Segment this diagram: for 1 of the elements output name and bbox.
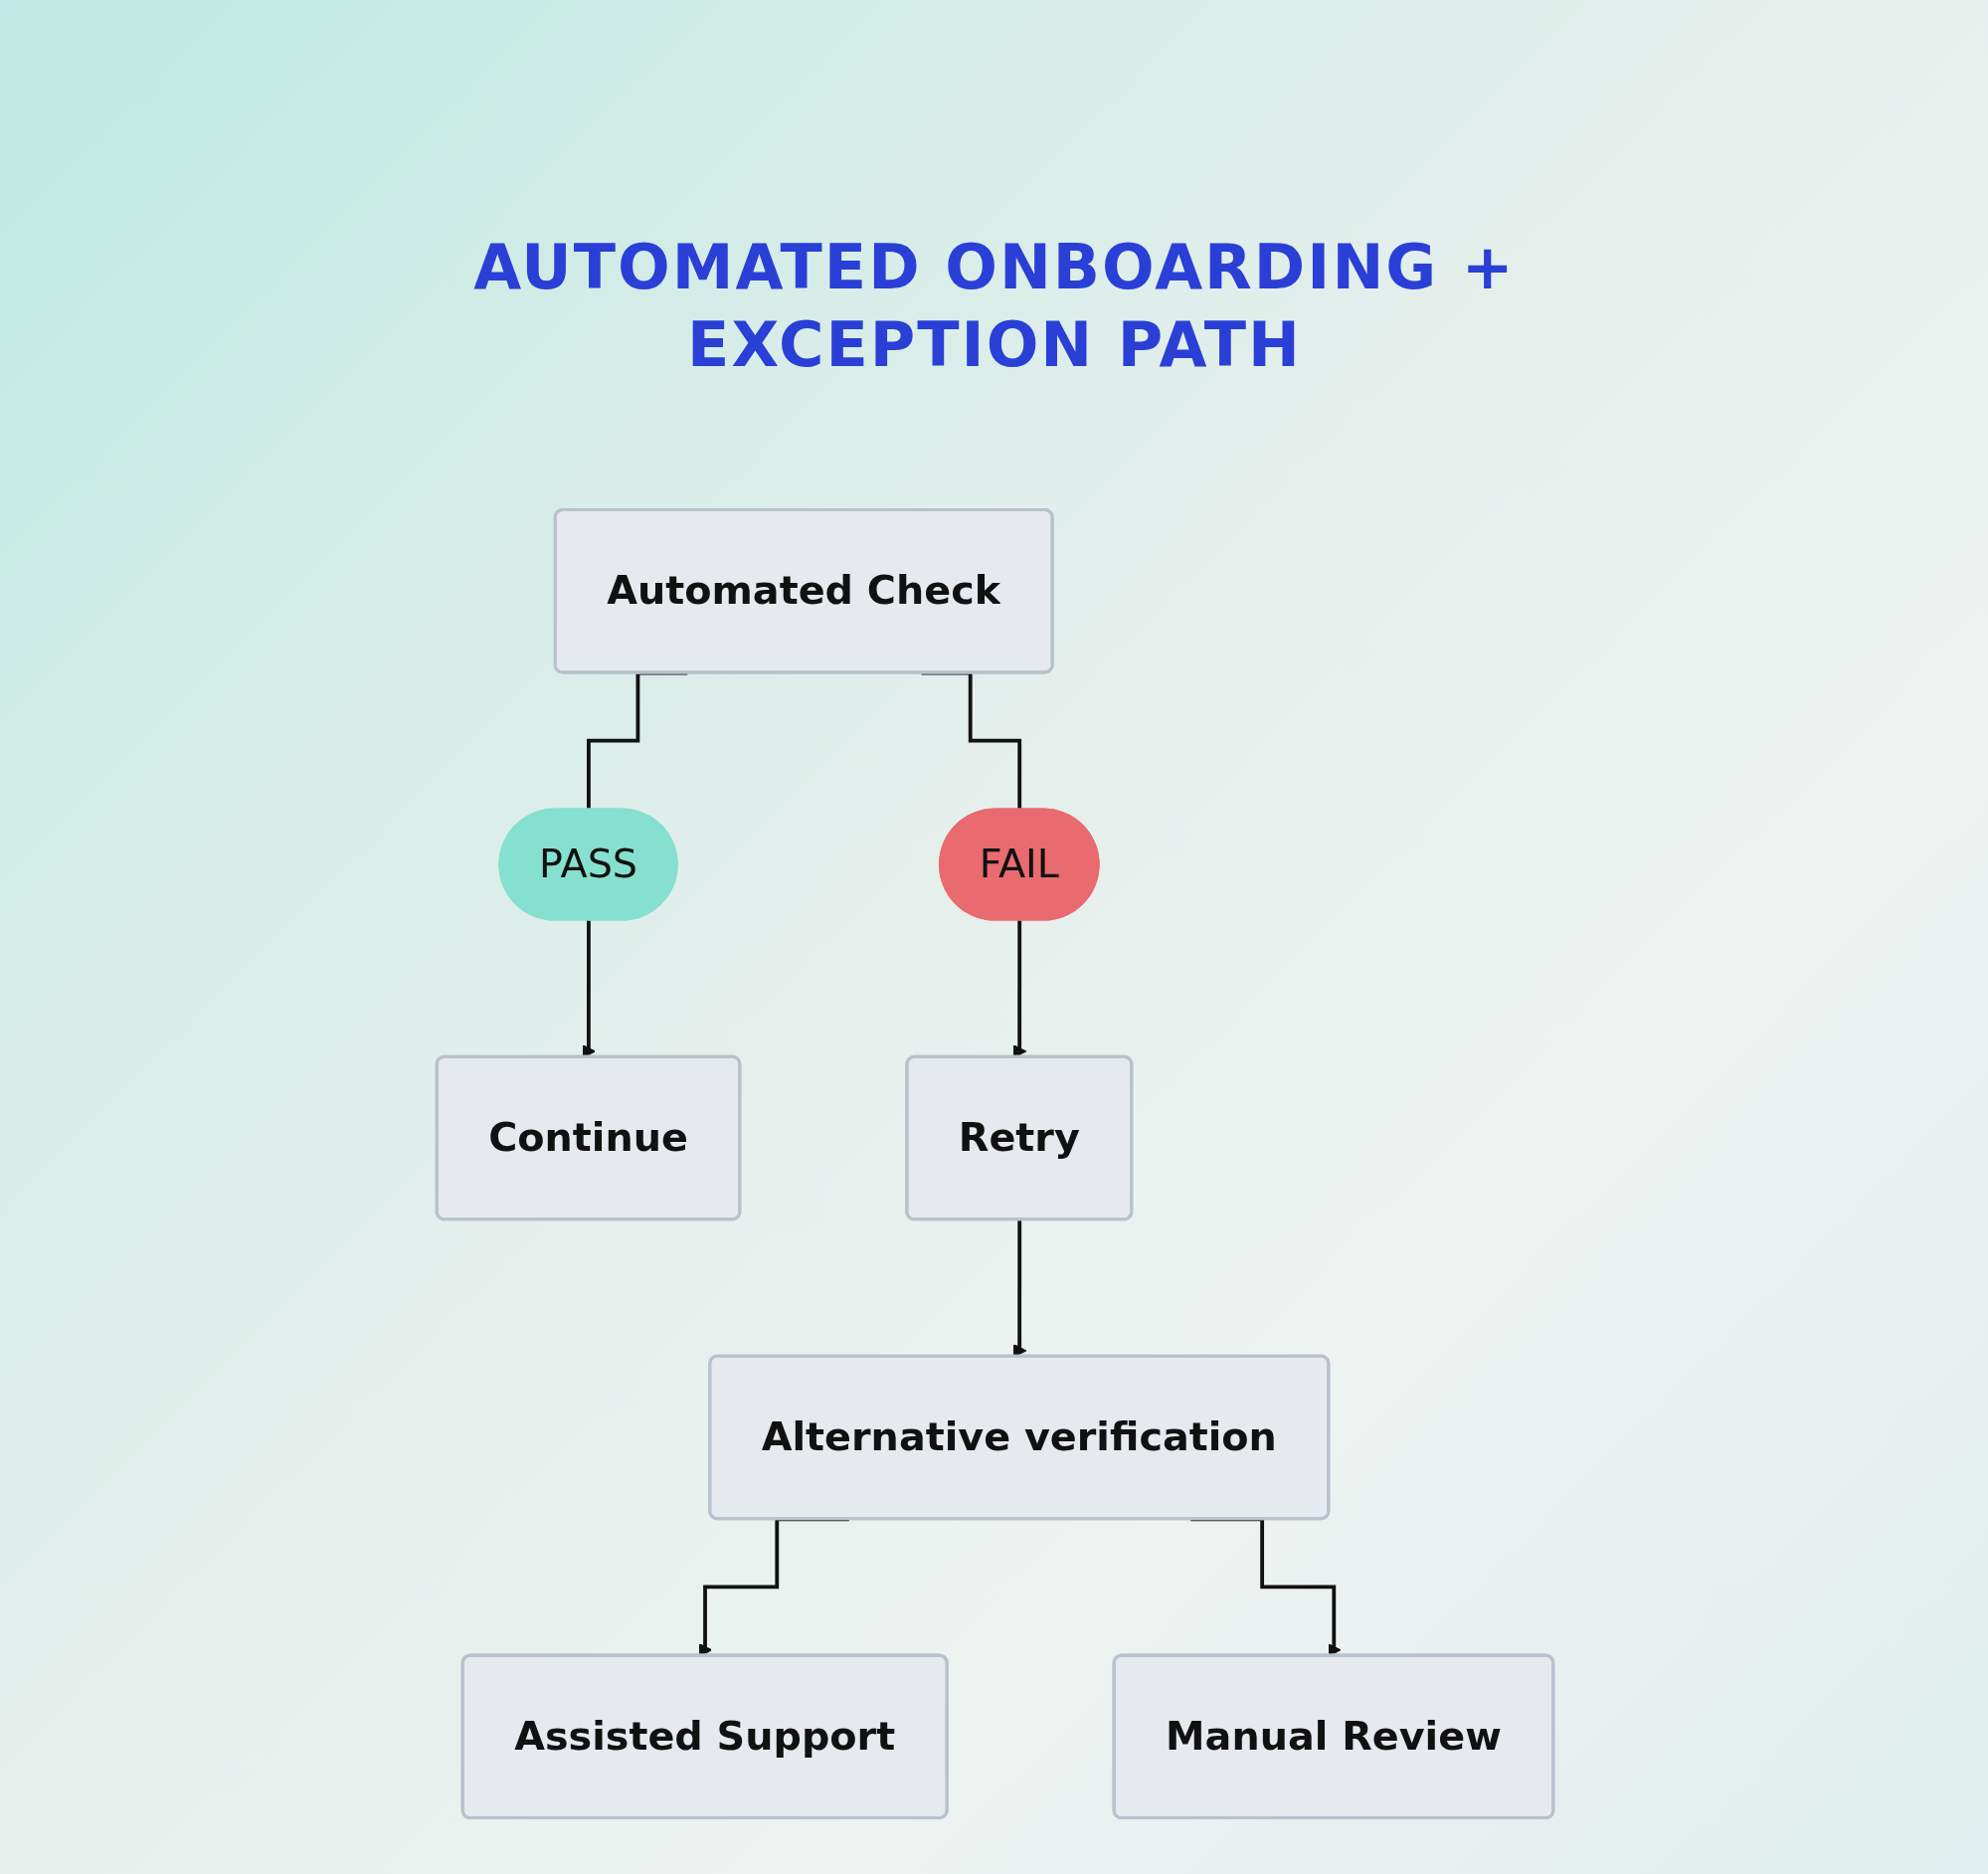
title: AUTOMATED ONBOARDING + EXCEPTION PATH (472, 230, 1517, 383)
